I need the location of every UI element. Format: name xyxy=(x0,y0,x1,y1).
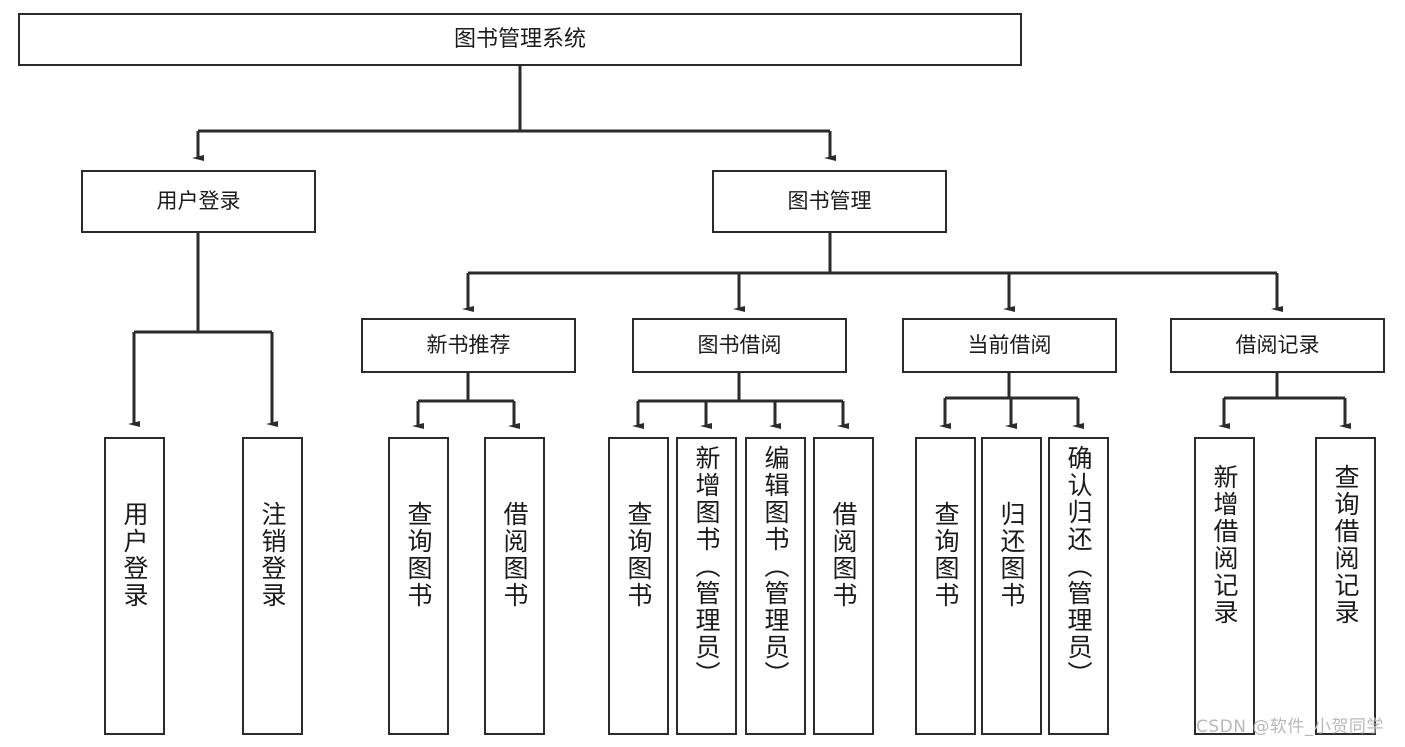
node-leaf-confirm-return[interactable]: 确认归还（管理员） xyxy=(1048,437,1109,735)
node-leaf-add-book-label: 新增图书（管理员） xyxy=(692,445,721,688)
node-leaf-edit-book-label: 编辑图书（管理员） xyxy=(761,445,790,688)
node-book-mgmt[interactable]: 图书管理 xyxy=(712,170,947,233)
node-leaf-edit-book[interactable]: 编辑图书（管理员） xyxy=(745,437,806,735)
node-leaf-query-book-1[interactable]: 查询图书 xyxy=(388,437,449,735)
node-borrow-record-label: 借阅记录 xyxy=(1235,333,1320,358)
node-leaf-add-record[interactable]: 新增借阅记录 xyxy=(1194,437,1255,735)
node-user-login[interactable]: 用户登录 xyxy=(81,170,316,233)
node-borrow-record[interactable]: 借阅记录 xyxy=(1170,318,1385,373)
node-book-borrow[interactable]: 图书借阅 xyxy=(632,318,847,373)
node-leaf-query-record[interactable]: 查询借阅记录 xyxy=(1315,437,1376,735)
node-root[interactable]: 图书管理系统 xyxy=(18,13,1022,66)
node-leaf-borrow-book-1[interactable]: 借阅图书 xyxy=(484,437,545,735)
node-leaf-query-record-label: 查询借阅记录 xyxy=(1331,464,1360,626)
node-leaf-user-logout[interactable]: 注销登录 xyxy=(242,437,303,735)
node-current-borrow-label: 当前借阅 xyxy=(967,333,1052,358)
node-current-borrow[interactable]: 当前借阅 xyxy=(902,318,1117,373)
node-leaf-borrow-book-2[interactable]: 借阅图书 xyxy=(813,437,874,735)
node-leaf-return-book-label: 归还图书 xyxy=(997,501,1026,609)
node-leaf-user-login-label: 用户登录 xyxy=(120,501,149,609)
node-leaf-borrow-book-2-label: 借阅图书 xyxy=(829,501,858,609)
node-book-borrow-label: 图书借阅 xyxy=(697,333,782,358)
node-leaf-borrow-book-1-label: 借阅图书 xyxy=(500,501,529,609)
node-user-login-label: 用户登录 xyxy=(156,189,241,214)
node-leaf-user-logout-label: 注销登录 xyxy=(258,501,287,609)
node-leaf-query-book-3[interactable]: 查询图书 xyxy=(915,437,976,735)
node-new-book-rec-label: 新书推荐 xyxy=(426,333,511,358)
node-new-book-rec[interactable]: 新书推荐 xyxy=(361,318,576,373)
node-leaf-query-book-2[interactable]: 查询图书 xyxy=(608,437,669,735)
node-leaf-query-book-2-label: 查询图书 xyxy=(624,501,653,609)
node-root-label: 图书管理系统 xyxy=(453,26,586,52)
node-leaf-user-login[interactable]: 用户登录 xyxy=(104,437,165,735)
node-leaf-add-book[interactable]: 新增图书（管理员） xyxy=(676,437,737,735)
node-book-mgmt-label: 图书管理 xyxy=(787,189,872,214)
node-leaf-query-book-1-label: 查询图书 xyxy=(404,501,433,609)
node-leaf-query-book-3-label: 查询图书 xyxy=(931,501,960,609)
node-leaf-confirm-return-label: 确认归还（管理员） xyxy=(1064,445,1093,688)
node-leaf-add-record-label: 新增借阅记录 xyxy=(1210,464,1239,626)
node-leaf-return-book[interactable]: 归还图书 xyxy=(981,437,1042,735)
watermark: CSDN @软件_小贺同学 xyxy=(1196,717,1384,737)
